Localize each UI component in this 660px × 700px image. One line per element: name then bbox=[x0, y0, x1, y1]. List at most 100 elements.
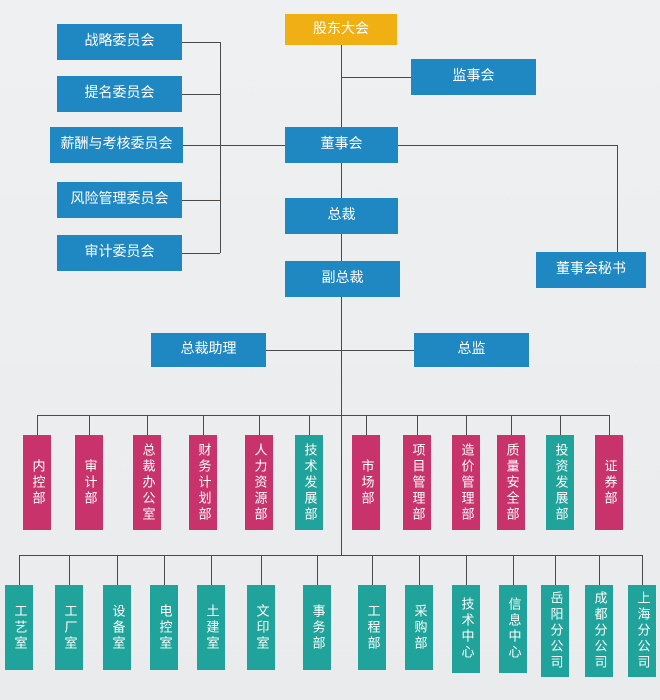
node-dept-quality-safety[interactable]: 质量安全部 bbox=[497, 435, 525, 530]
node-label: 土建室 bbox=[203, 603, 219, 652]
connector-line bbox=[417, 415, 418, 435]
node-label: 造价管理部 bbox=[458, 442, 474, 523]
node-dept-securities[interactable]: 证券部 bbox=[595, 435, 623, 530]
node-sub-engineering-dept[interactable]: 工程部 bbox=[358, 585, 386, 670]
node-committee-risk[interactable]: 风险管理委员会 bbox=[57, 182, 182, 218]
node-label: 质量安全部 bbox=[503, 442, 519, 523]
node-label: 董事会秘书 bbox=[556, 261, 626, 278]
connector-line bbox=[341, 297, 342, 555]
node-supervisory-board[interactable]: 监事会 bbox=[411, 59, 536, 95]
node-committee-audit[interactable]: 审计委员会 bbox=[57, 235, 182, 271]
connector-line bbox=[372, 555, 373, 585]
connector-line bbox=[183, 145, 285, 146]
node-dept-marketing[interactable]: 市场部 bbox=[352, 435, 380, 530]
node-label: 内控部 bbox=[29, 458, 45, 507]
node-dept-finance-planning[interactable]: 财务计划部 bbox=[189, 435, 217, 530]
node-sub-factory-room[interactable]: 工厂室 bbox=[55, 585, 83, 670]
node-sub-affairs-dept[interactable]: 事务部 bbox=[303, 585, 331, 670]
node-sub-process-room[interactable]: 工艺室 bbox=[5, 585, 33, 670]
node-sub-chengdu-branch[interactable]: 成都分公司 bbox=[585, 585, 613, 677]
node-label: 设备室 bbox=[109, 603, 125, 652]
connector-line bbox=[37, 415, 38, 435]
node-dept-tech-development[interactable]: 技术发展部 bbox=[295, 435, 323, 530]
node-committee-compensation[interactable]: 薪酬与考核委员会 bbox=[50, 127, 183, 163]
node-sub-procurement-dept[interactable]: 采购部 bbox=[405, 585, 433, 670]
connector-line bbox=[182, 253, 220, 254]
connector-line bbox=[220, 42, 221, 253]
connector-line bbox=[513, 555, 514, 585]
node-label: 技术中心 bbox=[458, 597, 474, 661]
node-label: 工厂室 bbox=[61, 603, 77, 652]
node-label: 董事会 bbox=[320, 136, 363, 153]
node-shareholders-meeting[interactable]: 股东大会 bbox=[285, 14, 397, 45]
node-label: 财务计划部 bbox=[195, 442, 211, 523]
connector-line bbox=[182, 200, 220, 201]
node-label: 信息中心 bbox=[505, 597, 521, 661]
node-sub-shanghai-branch[interactable]: 上海分公司 bbox=[628, 585, 656, 677]
node-label: 审计部 bbox=[81, 458, 97, 507]
node-board-secretary[interactable]: 董事会秘书 bbox=[536, 252, 646, 288]
node-board-of-directors[interactable]: 董事会 bbox=[285, 127, 398, 163]
node-label: 审计委员会 bbox=[84, 244, 155, 261]
node-sub-civil-engineering-room[interactable]: 土建室 bbox=[197, 585, 225, 670]
node-label: 工程部 bbox=[364, 603, 380, 652]
node-label: 提名委员会 bbox=[84, 85, 155, 102]
connector-line bbox=[341, 163, 342, 198]
node-committee-nomination[interactable]: 提名委员会 bbox=[57, 76, 182, 112]
connector-line bbox=[317, 555, 318, 585]
node-sub-equipment-room[interactable]: 设备室 bbox=[103, 585, 131, 670]
connector-line bbox=[466, 555, 467, 585]
connector-line bbox=[203, 415, 204, 435]
node-label: 薪酬与考核委员会 bbox=[60, 136, 173, 153]
connector-line bbox=[147, 415, 148, 435]
connector-line bbox=[555, 555, 556, 585]
node-label: 总裁 bbox=[327, 207, 356, 224]
node-sub-tech-center[interactable]: 技术中心 bbox=[452, 585, 480, 673]
connector-line bbox=[182, 42, 220, 43]
node-chief-supervisor[interactable]: 总监 bbox=[414, 333, 529, 367]
node-label: 电控室 bbox=[156, 603, 172, 652]
node-dept-human-resources[interactable]: 人力资源部 bbox=[245, 435, 273, 530]
node-president-assistant[interactable]: 总裁助理 bbox=[151, 333, 266, 367]
connector-line bbox=[19, 555, 642, 556]
connector-line bbox=[341, 45, 342, 127]
node-label: 副总裁 bbox=[321, 270, 364, 287]
connector-line bbox=[266, 350, 414, 351]
connector-line bbox=[366, 415, 367, 435]
node-dept-president-office[interactable]: 总裁办公室 bbox=[133, 435, 161, 530]
connector-line bbox=[89, 415, 90, 435]
connector-line bbox=[37, 415, 609, 416]
node-label: 总裁助理 bbox=[180, 341, 237, 358]
connector-line bbox=[642, 555, 643, 585]
node-label: 工艺室 bbox=[11, 603, 27, 652]
node-sub-printing-room[interactable]: 文印室 bbox=[247, 585, 275, 670]
node-label: 监事会 bbox=[452, 68, 495, 85]
node-label: 成都分公司 bbox=[591, 591, 607, 671]
node-dept-investment-development[interactable]: 投资发展部 bbox=[546, 435, 574, 530]
connector-line bbox=[398, 145, 617, 146]
connector-line bbox=[117, 555, 118, 585]
node-dept-cost-management[interactable]: 造价管理部 bbox=[452, 435, 480, 530]
connector-line bbox=[560, 415, 561, 435]
node-sub-electric-control-room[interactable]: 电控室 bbox=[150, 585, 178, 670]
connector-line bbox=[609, 415, 610, 435]
node-dept-internal-control[interactable]: 内控部 bbox=[23, 435, 51, 530]
node-committee-strategy[interactable]: 战略委员会 bbox=[57, 24, 182, 60]
connector-line bbox=[259, 415, 260, 435]
node-label: 战略委员会 bbox=[84, 33, 155, 50]
connector-line bbox=[466, 415, 467, 435]
node-label: 采购部 bbox=[411, 603, 427, 652]
connector-line bbox=[309, 415, 310, 435]
connector-line bbox=[511, 415, 512, 435]
node-dept-audit[interactable]: 审计部 bbox=[75, 435, 103, 530]
node-sub-info-center[interactable]: 信息中心 bbox=[499, 585, 527, 673]
node-label: 投资发展部 bbox=[552, 442, 568, 523]
connector-line bbox=[19, 555, 20, 585]
node-vice-president[interactable]: 副总裁 bbox=[285, 261, 400, 297]
node-dept-project-management[interactable]: 项目管理部 bbox=[403, 435, 431, 530]
node-president[interactable]: 总裁 bbox=[285, 198, 398, 234]
connector-line bbox=[341, 234, 342, 261]
connector-line bbox=[419, 555, 420, 585]
node-sub-yueyang-branch[interactable]: 岳阳分公司 bbox=[541, 585, 569, 677]
node-label: 上海分公司 bbox=[634, 591, 650, 671]
